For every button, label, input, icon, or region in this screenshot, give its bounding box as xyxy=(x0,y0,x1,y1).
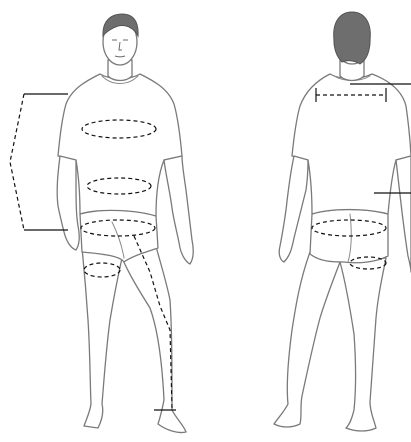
back-figure xyxy=(274,12,411,431)
front-right-arm xyxy=(164,156,193,264)
back-briefs xyxy=(310,210,388,263)
front-left-arm xyxy=(57,156,79,250)
back-right-arm xyxy=(396,156,411,272)
arm-length-line xyxy=(10,94,24,230)
back-left-arm xyxy=(279,156,308,262)
front-figure xyxy=(10,14,193,433)
front-left-leg xyxy=(82,248,122,428)
back-hair xyxy=(334,12,371,64)
back-right-leg xyxy=(340,258,386,431)
front-right-leg xyxy=(122,246,186,433)
back-left-leg xyxy=(274,252,340,427)
